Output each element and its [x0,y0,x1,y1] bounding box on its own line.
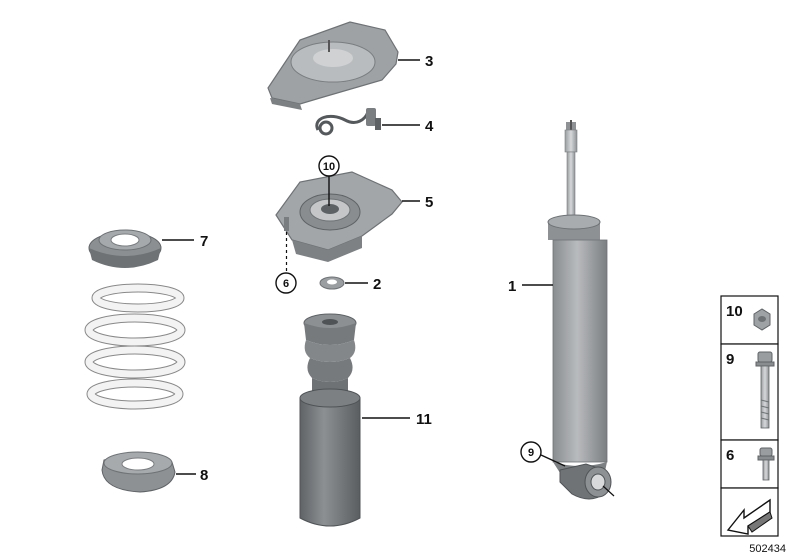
callout-11: 11 [416,411,432,428]
part-7-upper-spring-seat [88,229,162,268]
circle-badge-6 [275,272,297,294]
legend-label-6: 6 [726,447,734,464]
hardware-legend: 10 9 6 [720,295,779,537]
legend-label-9: 9 [726,351,734,368]
legend-label-10: 10 [726,303,743,320]
direction-arrow-icon [726,498,773,535]
long-bolt-icon [755,351,775,429]
part-2-washer [319,276,345,290]
callout-3: 3 [425,53,433,70]
callout-2: 2 [373,276,381,293]
callout-5: 5 [425,194,433,211]
part-1-shock-absorber [547,120,615,500]
drawing-number: 502434 [749,543,786,555]
hex-nut-icon [753,308,771,331]
mount-bolt [284,217,289,272]
callout-8: 8 [200,467,208,484]
part-5-strut-mount [275,171,403,262]
circled-9: 9 [528,447,534,459]
circled-10: 10 [323,161,335,173]
coil-spring [84,283,186,410]
circle-badge-10 [318,155,340,177]
callout-1: 1 [508,278,516,295]
circle-badge-9 [520,441,542,463]
short-bolt-icon [757,447,775,481]
callout-7: 7 [200,233,208,250]
part-11-bump-stop-boot [299,313,361,527]
circled-6: 6 [283,278,289,290]
part-3-top-mount-plate [267,21,399,110]
part-8-lower-spring-seat [101,451,176,493]
callout-4: 4 [425,118,434,135]
part-4-sensor-bracket [315,108,381,136]
